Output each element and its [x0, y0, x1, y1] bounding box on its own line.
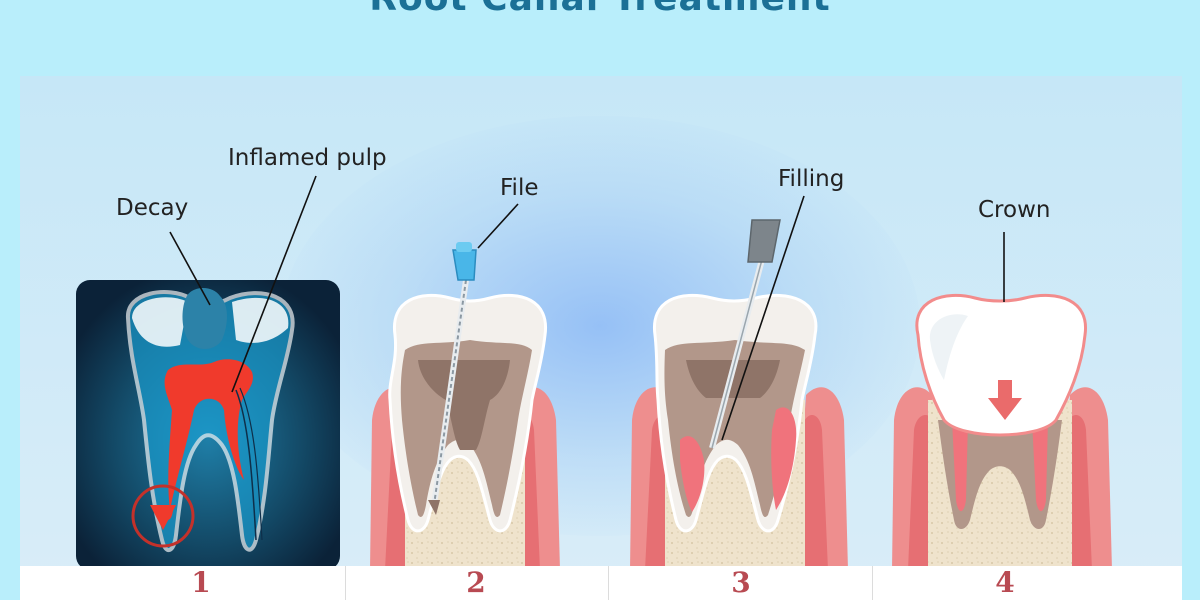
- prepared-tooth: [938, 420, 1062, 529]
- inflamed-pulp-leader-line: [231, 175, 317, 393]
- step-divider: [345, 566, 346, 600]
- page-title: Root Canal Treatment: [0, 0, 1200, 19]
- step-divider: [608, 566, 609, 600]
- step-4-tooth-crown: [892, 293, 1112, 570]
- label-filling: Filling: [778, 166, 845, 192]
- step-3-tooth-filling: [630, 219, 848, 570]
- arrow-down-icon: [988, 380, 1022, 420]
- step-number-2: 2: [466, 566, 486, 599]
- file-handle: [452, 249, 477, 281]
- label-crown: Crown: [978, 197, 1051, 223]
- step-number-1: 1: [191, 566, 211, 599]
- apex-infection-ring: [131, 484, 195, 548]
- step-1-tooth-xray: [76, 280, 340, 570]
- decay-area: [182, 287, 227, 349]
- step-number-4: 4: [995, 566, 1015, 599]
- label-decay: Decay: [116, 195, 189, 221]
- step-number-bar: [20, 566, 1182, 600]
- step-2-tooth-cleaning: [370, 242, 560, 570]
- filling-left-canal: [680, 436, 705, 512]
- step-number-3: 3: [731, 566, 751, 599]
- filling-leader-line: [721, 195, 805, 441]
- file-leader-line: [477, 203, 519, 249]
- label-inflamed-pulp: Inflamed pulp: [228, 145, 387, 171]
- step-divider: [872, 566, 873, 600]
- filling-right-canal: [771, 407, 797, 510]
- filling-instrument-handle: [747, 219, 781, 263]
- inflamed-pulp: [164, 359, 253, 510]
- decay-leader-line: [169, 231, 211, 306]
- label-file: File: [500, 175, 539, 201]
